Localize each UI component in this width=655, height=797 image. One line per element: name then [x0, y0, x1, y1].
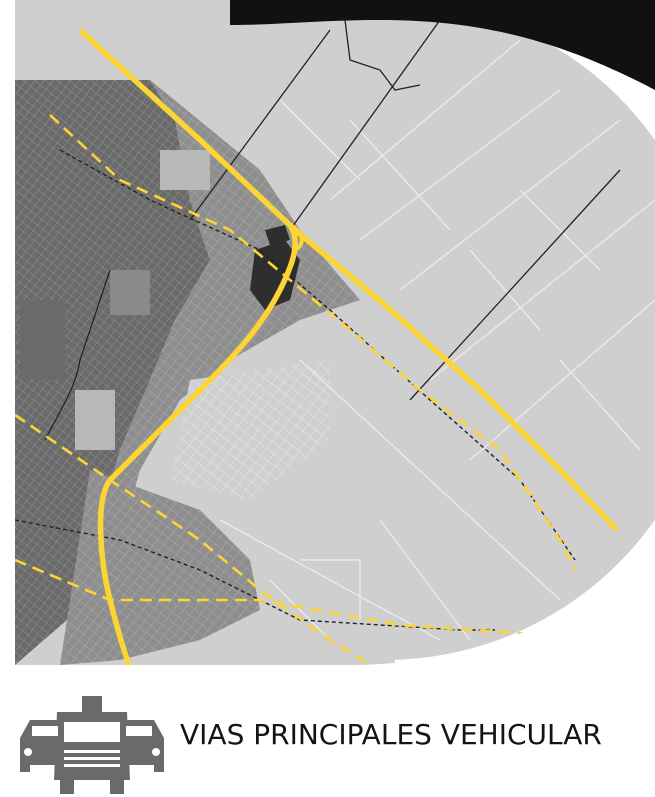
downtown-block: [265, 225, 290, 245]
dense-urban-area: [15, 80, 210, 665]
urban-block: [110, 270, 150, 315]
open-block: [75, 390, 115, 450]
minor-streets: [219, 39, 655, 641]
secondary-roads: [15, 114, 577, 665]
vehicle-traffic-icon: [20, 696, 164, 794]
road-interchange: [289, 223, 304, 252]
legend-title: VIAS PRINCIPALES VEHICULAR: [180, 718, 602, 751]
urban-block: [20, 300, 65, 380]
suburban-area: [170, 360, 330, 500]
main-roads: [79, 29, 618, 665]
water-body: [230, 0, 655, 90]
south-urban-area: [60, 470, 260, 665]
mid-urban-area: [90, 80, 360, 600]
legend: VIAS PRINCIPALES VEHICULAR: [0, 690, 655, 797]
map-area: [15, 0, 655, 665]
city-map: [15, 0, 655, 665]
creek: [44, 269, 111, 441]
open-block: [160, 150, 210, 190]
